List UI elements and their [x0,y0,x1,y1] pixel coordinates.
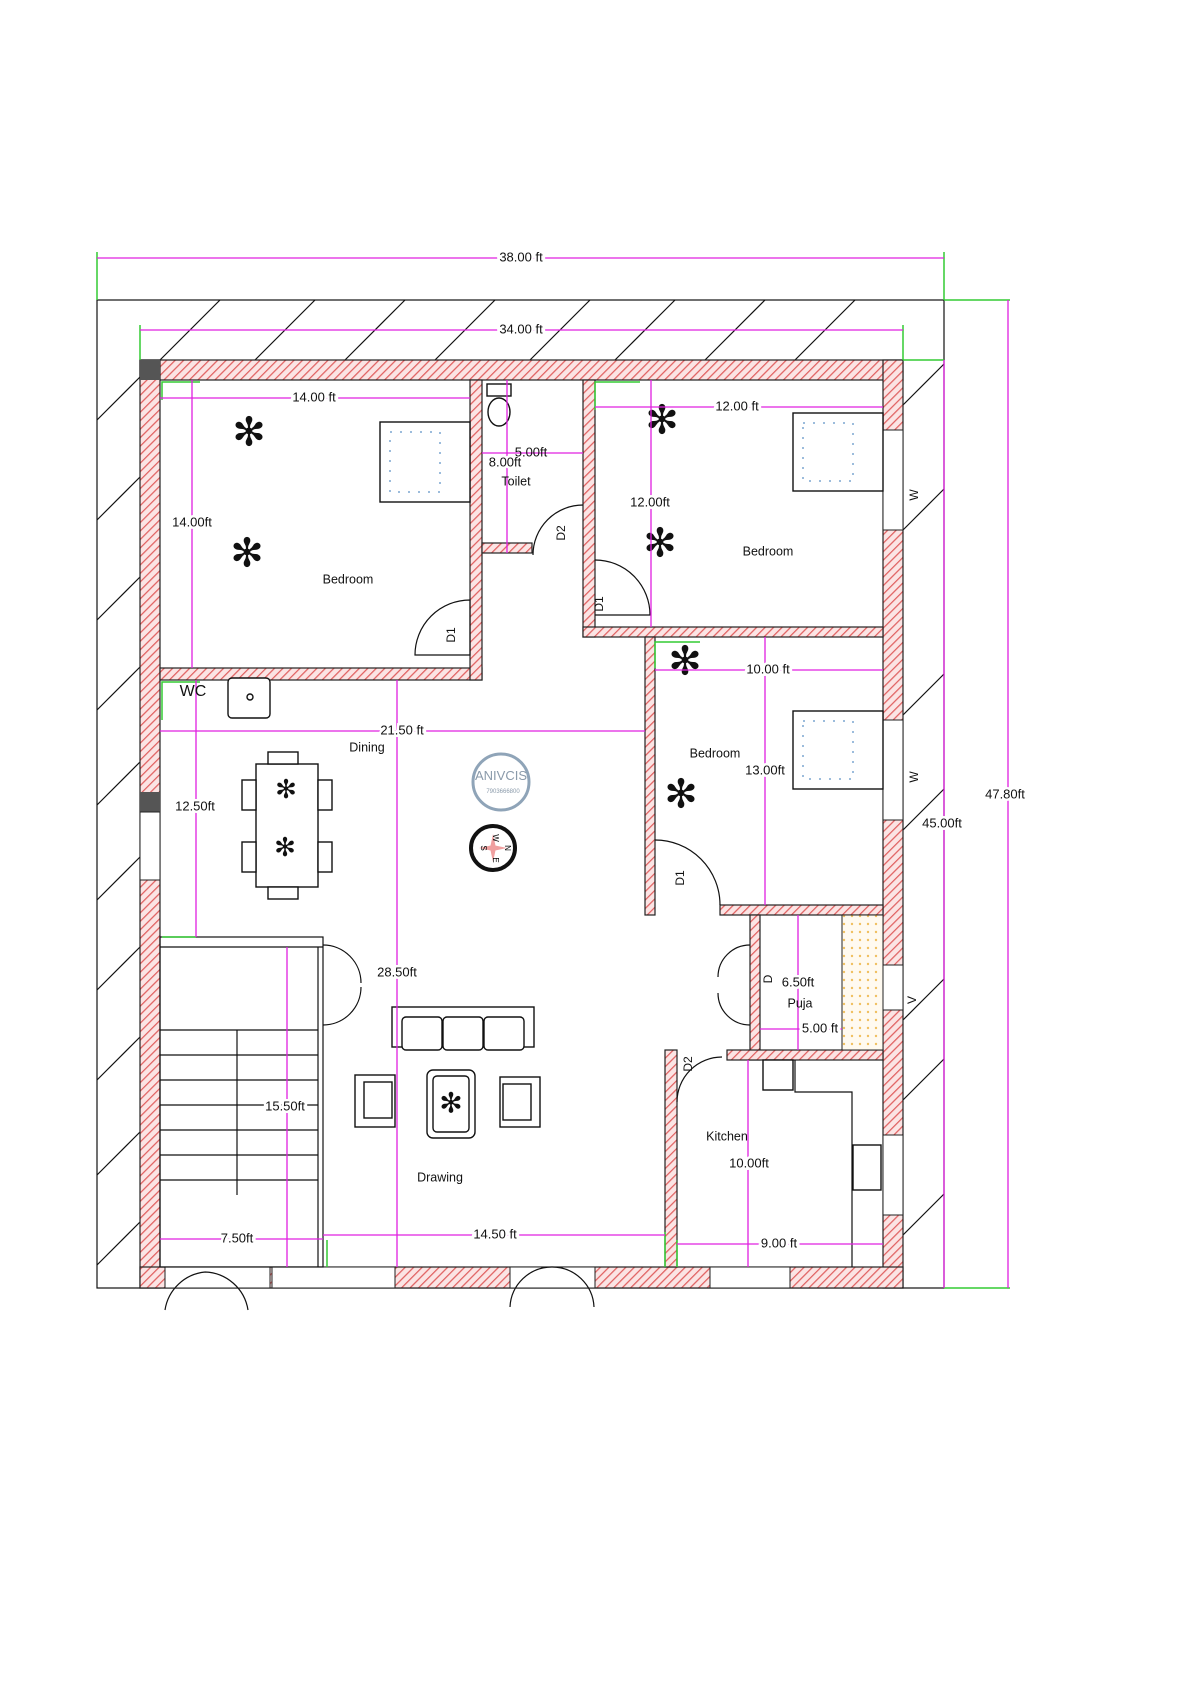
furniture: ✻ ✻ ✻ ✻ ✻ ✻ ✻ ✻ ✻ [227,383,884,1267]
room-dining: Dining [349,740,384,754]
door-tag: D1 [444,627,458,643]
room-puja: Puja [787,996,812,1010]
compass-e: E [491,857,500,862]
dim-bedroom2-width: 12.00 ft [715,398,759,413]
door-tag: D2 [554,525,568,541]
room-drawing: Drawing [417,1170,463,1184]
dim-bedroom3-width: 10.00 ft [746,661,790,676]
dim-bedroom1-depth: 14.00ft [172,514,212,529]
dim-bedroom2-depth: 12.00ft [630,494,670,509]
watermark-name: ANIVCIS [475,768,527,783]
door-tag: D [761,974,775,983]
dim-toilet-depth: 8.00ft [489,454,522,469]
dim-hall-depth: 28.50ft [377,964,417,979]
armchair-icon [499,1076,541,1128]
staircase[interactable] [159,936,324,1268]
bed-icon [792,710,884,790]
plant-icon: ✻ [230,532,264,576]
door-tag: D1 [673,870,687,886]
sofa-icon [391,1006,535,1051]
compass-s: S [479,845,488,850]
dim-building-depth: 45.00ft [922,815,962,830]
kitchen-sink-icon [762,1059,882,1191]
window-tag: W [907,489,921,501]
plant-icon: ✻ [275,774,297,804]
dim-building-width: 34.00 ft [499,321,543,336]
dim-plot-width: 38.00 ft [499,249,543,264]
dim-kitchen-width: 9.00 ft [761,1235,798,1250]
room-wc: WC [180,683,207,700]
plant-icon: ✻ [643,522,677,566]
window-tag: W [907,771,921,783]
compass-icon: W N E S [469,824,517,872]
room-bedroom-2: Bedroom [743,544,794,558]
wash-basin-icon [227,677,271,719]
watermark-phone: 7903666800 [486,789,520,795]
door-swings [164,504,751,1311]
dim-dining-depth: 12.50ft [175,798,215,813]
room-labels: Bedroom Toilet Bedroom Bedroom WC Dining… [180,474,813,1184]
dim-drawing-width: 14.50 ft [473,1226,517,1241]
dim-bedroom1-width: 14.00 ft [292,389,336,404]
door-tag: D2 [681,1056,695,1072]
plant-icon: ✻ [439,1087,462,1118]
armchair-icon [354,1074,396,1128]
plant-icon: ✻ [645,399,679,443]
dim-stair-depth: 15.50ft [265,1098,305,1113]
dimension-labels: 38.00 ft 34.00 ft 47.80ft 45.00ft 14.00 … [170,247,1028,1253]
door-tag: D1 [592,596,606,612]
room-bedroom-3: Bedroom [690,746,741,760]
dim-plot-depth: 47.80ft [985,786,1025,801]
dim-stair-width: 7.50ft [221,1230,254,1245]
dim-puja-width: 5.00 ft [802,1020,839,1035]
dimension-lines [97,257,1009,1288]
dim-puja-depth: 6.50ft [782,974,815,989]
watermark-logo: ANIVCIS 7903666800 [471,752,531,812]
door-window-tags: D1 D2 D1 D1 D D2 W W V [444,489,921,1072]
coffee-table-icon [426,1069,476,1139]
compass-w: W [491,834,500,842]
dining-table-icon [241,751,333,900]
compass-n: N [503,845,512,851]
room-toilet: Toilet [501,474,531,488]
dim-bedroom3-depth: 13.00ft [745,762,785,777]
dim-kitchen-depth: 10.00ft [729,1155,769,1170]
dim-toilet-width: 5.00ft [515,444,548,459]
bed-icon [792,412,884,492]
plant-icon: ✻ [274,832,296,862]
window-tag: V [905,996,919,1004]
plant-icon: ✻ [668,640,702,684]
dimension-markers [96,252,1010,1289]
plant-icon: ✻ [232,411,266,455]
dim-dining-width: 21.50 ft [380,722,424,737]
room-kitchen: Kitchen [706,1129,748,1143]
walls [139,359,904,1289]
plant-icon: ✻ [664,773,698,817]
room-bedroom-1: Bedroom [323,572,374,586]
bed-icon [379,421,471,503]
toilet-icon [486,383,512,427]
